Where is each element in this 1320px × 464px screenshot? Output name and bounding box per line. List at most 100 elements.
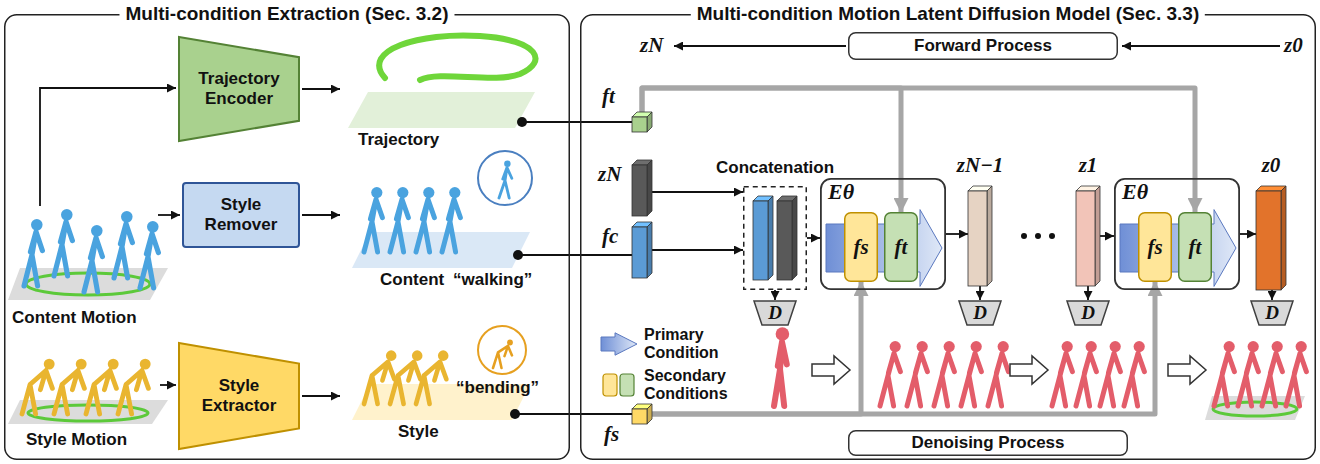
flow-arrow (674, 45, 846, 47)
flow-arrow (40, 88, 176, 206)
legend: Primary ConditionSecondary Conditions (600, 326, 744, 408)
stick-figure (114, 224, 132, 278)
figure-head (971, 341, 982, 352)
block-face (753, 201, 768, 280)
node-shape (632, 112, 652, 132)
figure-head (917, 341, 928, 352)
ellipsis-dot (1035, 233, 1041, 239)
stick-figure (1286, 353, 1306, 406)
condition-connector (642, 88, 1195, 212)
feature-block: zN (632, 160, 652, 216)
stick-figure (54, 370, 84, 414)
ellipsis-dot (1021, 233, 1027, 239)
latent-block: z1 (1076, 186, 1100, 286)
stick-figure (1052, 353, 1072, 406)
figure-head (423, 187, 434, 198)
stick-figure (961, 353, 981, 406)
node-shape (743, 186, 807, 290)
figure-head (438, 350, 449, 361)
block-face (1095, 186, 1100, 286)
denoiser-box: Eθfsft (820, 178, 946, 290)
figure-label: Style (398, 422, 439, 442)
figure-label: Content Motion (12, 308, 137, 328)
node-label: D (768, 302, 782, 324)
stick-figure (54, 222, 72, 276)
figure-head (121, 211, 133, 223)
block-face (647, 404, 652, 424)
figure-head (1086, 341, 1097, 352)
node-label: Forward Process (914, 36, 1052, 56)
block-face (1256, 191, 1281, 290)
figure-label: z0 (1284, 33, 1303, 58)
feature-block: fs (632, 404, 652, 424)
block-outline (845, 213, 878, 282)
figure-label: Content (380, 270, 444, 290)
node-label: D (1081, 302, 1095, 324)
primary-condition-sample (601, 333, 637, 355)
block-face (632, 117, 647, 132)
denoiser-box: Eθfsft (1114, 178, 1240, 290)
flow-arrow (302, 88, 340, 90)
figure-head (91, 225, 103, 237)
stick-figure (499, 168, 512, 198)
panel-outline (581, 15, 1316, 460)
block-face (632, 409, 647, 424)
flow-connector (1271, 290, 1273, 300)
figure-head (61, 209, 73, 221)
sequence-arrow (1168, 356, 1206, 384)
trajectory-curve (379, 35, 535, 80)
figure-head (397, 187, 408, 198)
condition-slot: ft (884, 212, 918, 282)
ellipsis-dot (1049, 233, 1055, 239)
block-outline (1067, 301, 1109, 325)
stick-figure (493, 346, 512, 368)
connector-line (518, 254, 632, 256)
figure-head (1248, 341, 1259, 352)
figure-head (147, 221, 159, 233)
stick-figure (934, 353, 954, 406)
flow-connector (652, 249, 743, 251)
block-face (647, 112, 652, 132)
block-outline (959, 301, 1001, 325)
extractor-block: Style Extractor (178, 342, 300, 450)
stick-figure (416, 199, 434, 252)
sequence-arrow (812, 356, 850, 384)
stick-figure (1214, 353, 1234, 406)
block-outline (885, 213, 918, 282)
block-face (987, 186, 992, 286)
flow-connector (1087, 286, 1089, 300)
block-outline (849, 33, 1118, 60)
node-shape (1256, 186, 1286, 290)
block-face (647, 160, 652, 216)
condition-slot: ft (1178, 212, 1212, 282)
figure-head (31, 219, 43, 231)
node-label: zN−1 (957, 153, 1004, 178)
encoder-block: Trajectory Encoder (178, 36, 300, 142)
stick-figure (84, 238, 102, 292)
figure-label: “bending” (456, 378, 539, 398)
node-shape (1076, 186, 1100, 286)
legend-sample (600, 331, 638, 357)
figure-head (1224, 341, 1235, 352)
feature-block: ft (632, 112, 652, 132)
decoder-block: D (1066, 300, 1110, 326)
stick-figure (140, 234, 158, 288)
block-face (792, 196, 797, 280)
figure-head (507, 340, 513, 346)
stick-figure (22, 370, 52, 414)
flow-connector (979, 286, 981, 300)
primary-condition-arrow (826, 210, 942, 287)
figure-head (504, 161, 510, 167)
flow-connector (946, 233, 968, 235)
node-label: Eθ (828, 179, 854, 205)
figure-head (371, 187, 382, 198)
node-label: Multi-condition Motion Latent Diffusion … (691, 2, 1205, 26)
feature-block: fc (632, 222, 652, 278)
decoder-block: D (753, 300, 797, 326)
condition-connector (642, 88, 901, 212)
node-label: fc (602, 224, 618, 249)
legend-label: Primary Condition (644, 326, 744, 363)
figure-label: Trajectory (358, 130, 439, 150)
block-outline (179, 37, 299, 141)
flow-connector (652, 191, 743, 193)
